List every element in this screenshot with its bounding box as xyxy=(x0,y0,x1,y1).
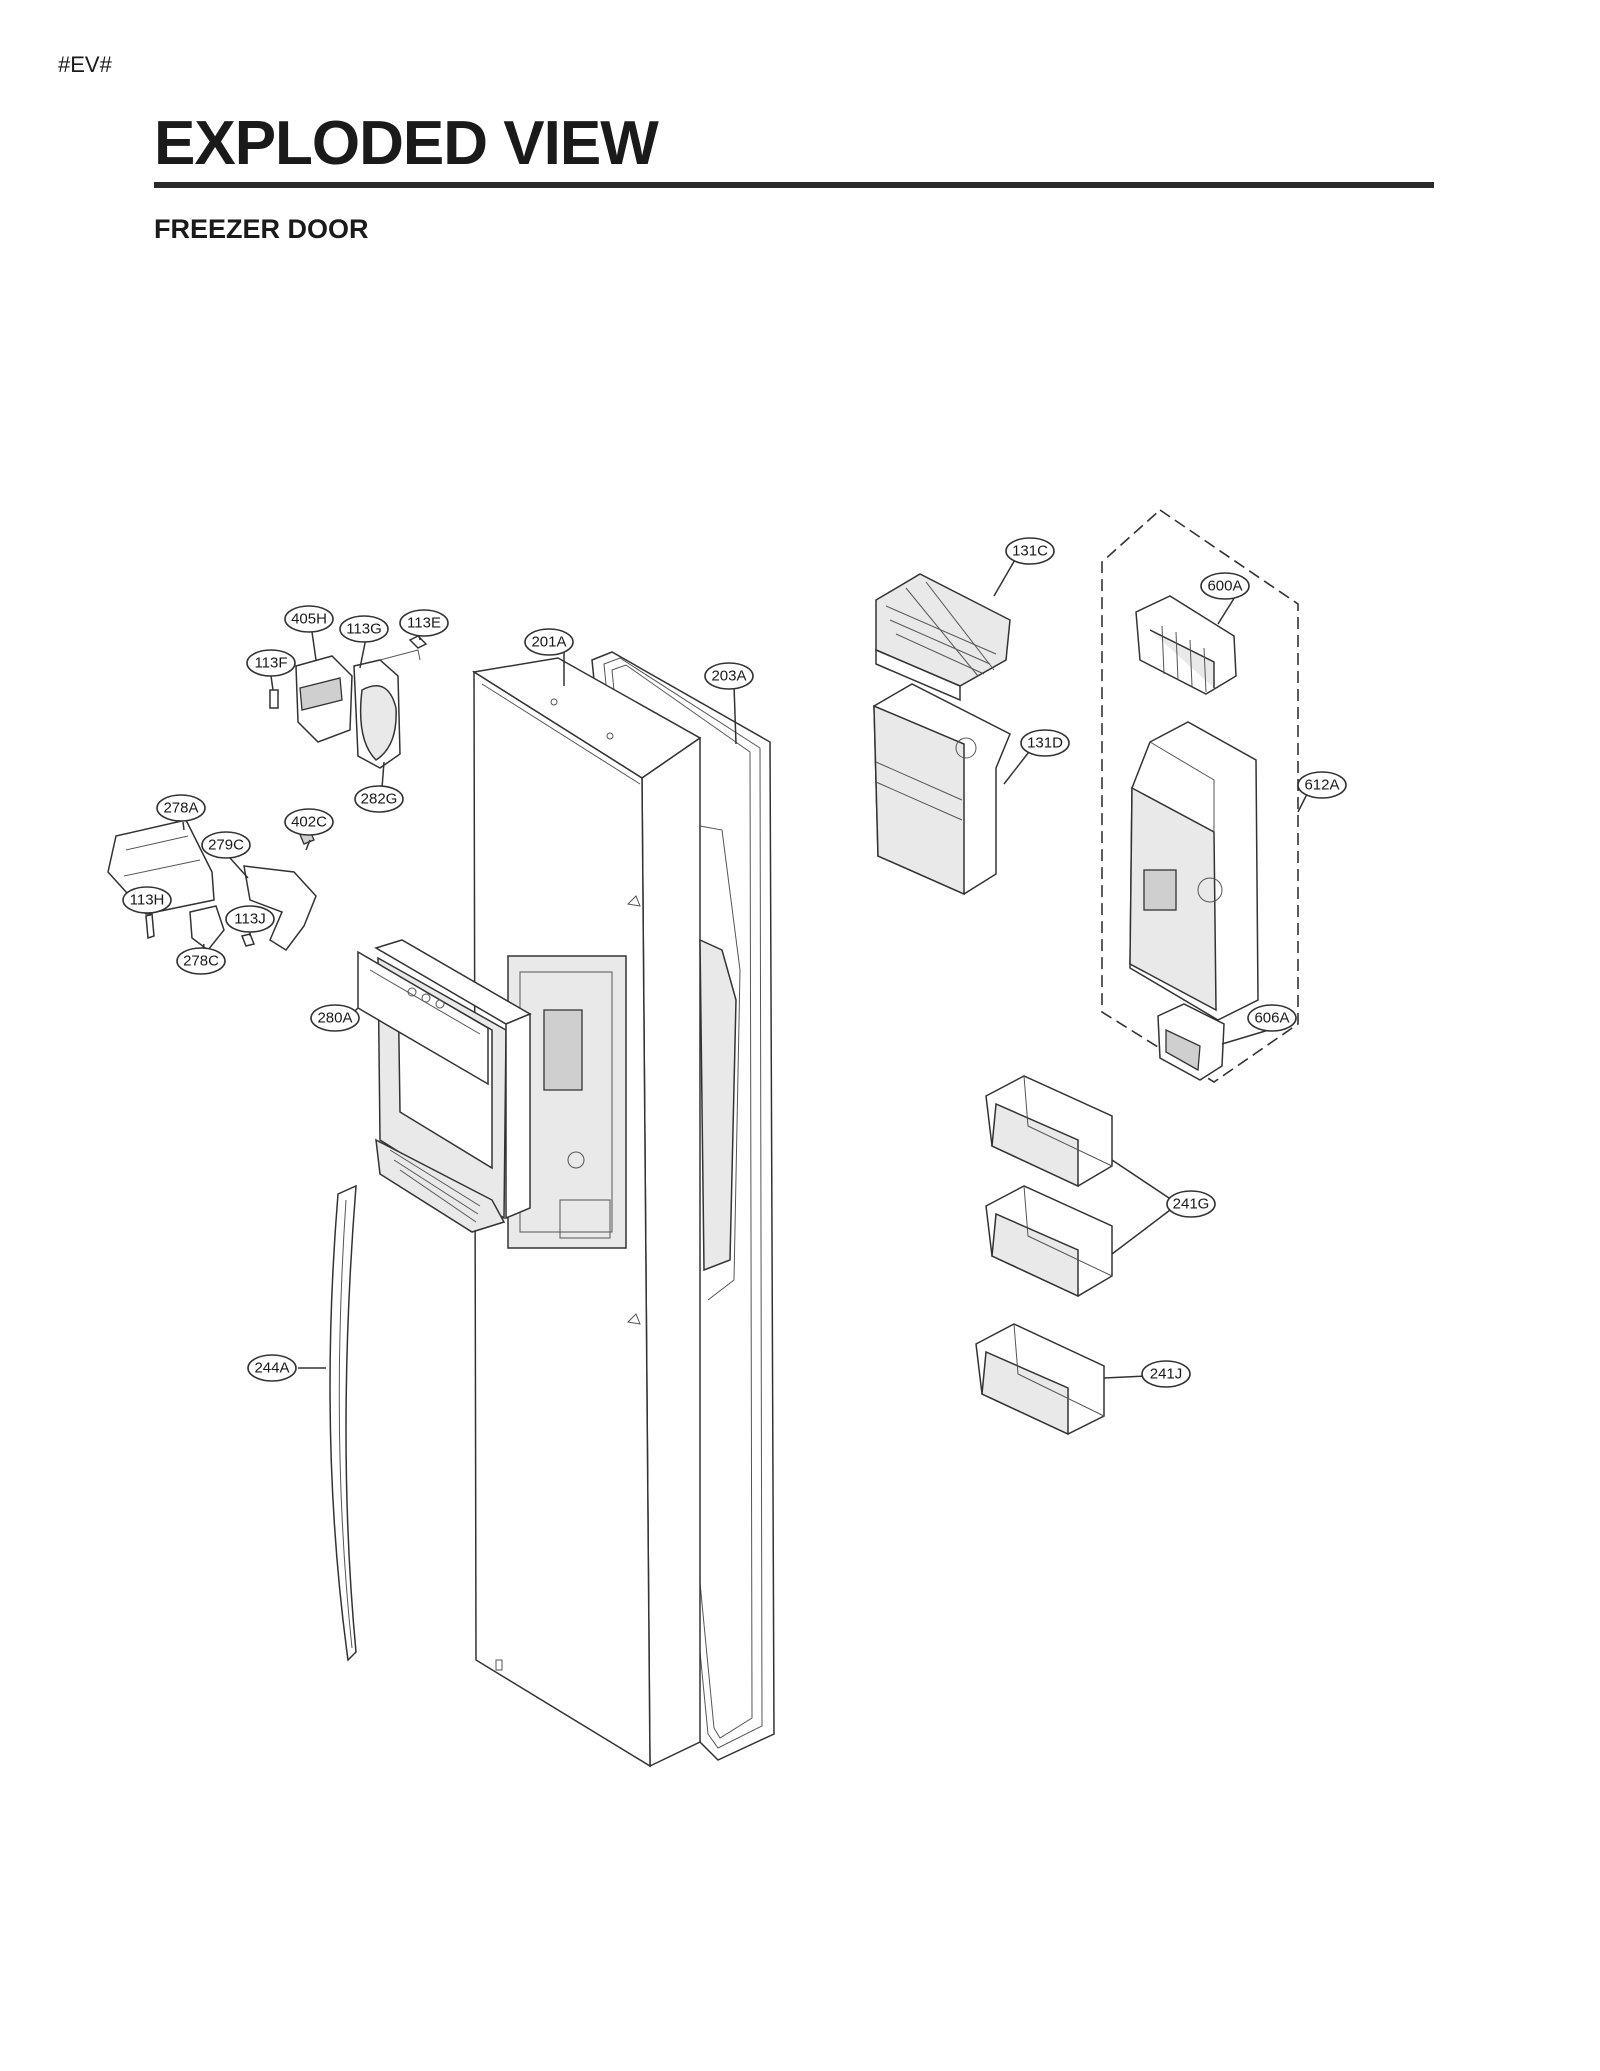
icemaker xyxy=(1135,595,1237,695)
part-label-201A: 201A xyxy=(524,628,574,656)
svg-text:113J: 113J xyxy=(234,911,265,928)
svg-text:606A: 606A xyxy=(1254,1010,1289,1027)
part-label-241G: 241G xyxy=(1166,1190,1216,1218)
part-label-606A: 606A xyxy=(1247,1004,1297,1032)
part-label-113H: 113H xyxy=(122,886,172,914)
svg-text:203A: 203A xyxy=(711,668,746,685)
part-label-131C: 131C xyxy=(1005,537,1055,565)
ice-bin xyxy=(873,683,1011,896)
part-label-405H: 405H xyxy=(284,605,334,633)
part-label-279C: 279C xyxy=(201,831,251,859)
icemaker-boundary xyxy=(1101,508,1299,1083)
svg-text:278C: 278C xyxy=(183,953,219,970)
leader-lines xyxy=(147,557,1311,1379)
part-label-244A: 244A xyxy=(247,1354,297,1382)
part-label-280A: 280A xyxy=(310,1004,360,1032)
svg-text:405H: 405H xyxy=(291,611,327,628)
page-code: #EV# xyxy=(58,52,112,77)
svg-text:113H: 113H xyxy=(130,892,165,909)
ice-bin-cover xyxy=(875,573,1011,702)
part-label-600A: 600A xyxy=(1200,572,1250,600)
part-label-113G: 113G xyxy=(339,615,389,643)
part-label-113E: 113E xyxy=(399,609,449,637)
svg-text:280A: 280A xyxy=(317,1010,352,1027)
svg-text:402C: 402C xyxy=(291,814,327,831)
auger-motor-group xyxy=(269,635,428,769)
svg-text:241J: 241J xyxy=(1150,1366,1183,1383)
part-label-113F: 113F xyxy=(246,649,296,677)
door-handle xyxy=(329,1184,357,1662)
part-label-282G: 282G xyxy=(354,785,404,813)
svg-text:612A: 612A xyxy=(1304,777,1339,794)
dispenser-assembly xyxy=(357,939,532,1233)
part-label-131D: 131D xyxy=(1020,729,1070,757)
door-panel xyxy=(471,657,741,1768)
svg-text:113G: 113G xyxy=(346,621,382,638)
part-label-113J: 113J xyxy=(225,905,275,933)
door-bin-3 xyxy=(975,1323,1105,1436)
part-label-203A: 203A xyxy=(704,662,754,690)
svg-text:241G: 241G xyxy=(1173,1196,1210,1213)
part-label-278A: 278A xyxy=(156,794,206,822)
svg-text:131C: 131C xyxy=(1012,543,1048,560)
svg-text:131D: 131D xyxy=(1027,735,1063,752)
svg-text:278A: 278A xyxy=(163,800,198,817)
part-label-278C: 278C xyxy=(176,947,226,975)
door-bin-2 xyxy=(985,1185,1113,1298)
ice-case xyxy=(1129,721,1259,1021)
part-label-612A: 612A xyxy=(1297,771,1347,799)
svg-text:201A: 201A xyxy=(531,634,566,651)
svg-text:279C: 279C xyxy=(208,837,244,854)
part-label-241J: 241J xyxy=(1141,1360,1191,1388)
svg-text:244A: 244A xyxy=(254,1360,289,1377)
title-rule xyxy=(154,182,1434,188)
svg-text:113F: 113F xyxy=(254,655,287,672)
section-title: FREEZER DOOR xyxy=(154,214,369,244)
svg-text:113E: 113E xyxy=(407,615,441,632)
part-label-402C: 402C xyxy=(284,808,334,836)
page-title: EXPLODED VIEW xyxy=(154,109,659,178)
svg-text:282G: 282G xyxy=(361,791,398,808)
svg-text:600A: 600A xyxy=(1207,578,1242,595)
dispenser-motor xyxy=(1157,1003,1225,1081)
door-bin-1 xyxy=(985,1075,1113,1188)
